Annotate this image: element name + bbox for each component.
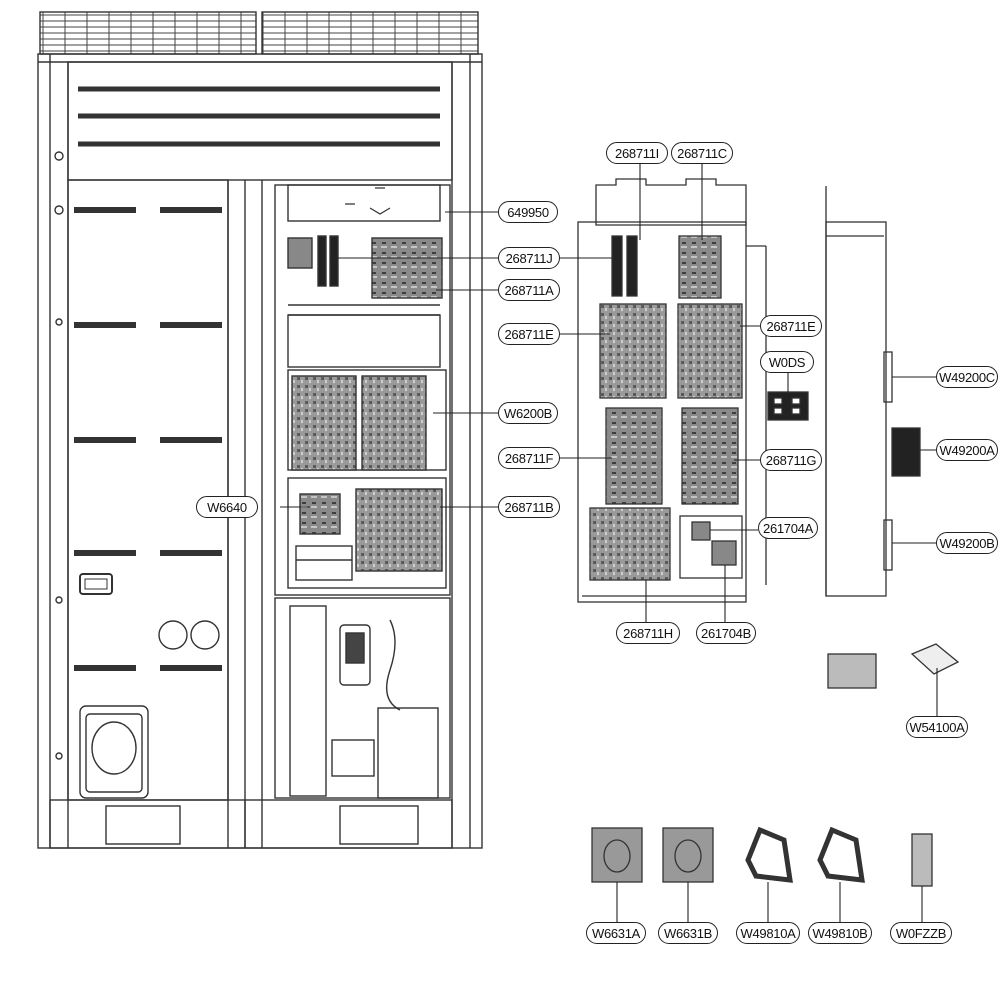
label-pack: [827, 653, 877, 689]
callout-W49810A: W49810A: [736, 922, 800, 944]
callout-W49200A: W49200A: [936, 439, 998, 461]
callout-268711A: 268711A: [498, 279, 560, 301]
pcb-268711F: [605, 407, 663, 505]
front-panel-left: [67, 179, 229, 801]
inverter-pcb-W6200B-2: [361, 375, 427, 471]
outdoor-unit: [37, 11, 483, 849]
pcb-268711G: [681, 407, 739, 505]
callout-W49810B: W49810B: [808, 922, 872, 944]
grommet-W6631A: [591, 827, 643, 883]
loose-parts: [591, 643, 960, 887]
pcb-268711E-right: [677, 303, 743, 399]
part-261704B: [711, 540, 737, 566]
part-261704A: [691, 521, 711, 541]
callout-W49200C: W49200C: [936, 366, 998, 388]
callout-268711H: 268711H: [616, 622, 680, 644]
callout-W49200B: W49200B: [936, 532, 998, 554]
callout-W0FZZB: W0FZZB: [890, 922, 952, 944]
clip-W0FZZB: [911, 833, 933, 887]
callout-268711G: 268711G: [760, 449, 822, 471]
callout-268711E-right: 268711E: [760, 315, 822, 337]
pcb-268711B: [355, 488, 443, 572]
fuse-block-W0DS: [767, 391, 809, 421]
compressor-compartment: [274, 597, 451, 799]
main-pcb-268711A: [371, 237, 443, 299]
gasket-W49810B: [817, 826, 865, 883]
callout-W54100A: W54100A: [906, 716, 968, 738]
filter-W6640: [299, 493, 341, 535]
terminal-W49200A: [891, 427, 921, 477]
callout-261704B: 261704B: [696, 622, 756, 644]
pcb-268711C: [678, 235, 722, 299]
gasket-W49810A: [745, 826, 793, 883]
top-fan-grille-right: [261, 11, 479, 55]
callout-268711F: 268711F: [498, 447, 560, 469]
bracket-W54100A: [910, 643, 960, 675]
callout-649950: 649950: [498, 201, 558, 223]
leader-lines: [280, 164, 938, 922]
inverter-pcb-W6200B-1: [291, 375, 357, 471]
callout-W6640: W6640: [196, 496, 258, 518]
callout-W0DS: W0DS: [760, 351, 814, 373]
relay-268711I: [611, 235, 623, 297]
callout-W6631B: W6631B: [658, 922, 718, 944]
pcb-268711E-left: [599, 303, 667, 399]
callout-W6631A: W6631A: [586, 922, 646, 944]
side-panel: [825, 186, 921, 597]
callout-268711E-left: 268711E: [498, 323, 560, 345]
callout-268711I: 268711I: [606, 142, 668, 164]
control-box: [577, 178, 809, 603]
callout-W6200B: W6200B: [498, 402, 558, 424]
callout-268711B: 268711B: [498, 496, 560, 518]
callout-268711C: 268711C: [671, 142, 733, 164]
callout-261704A: 261704A: [758, 517, 818, 539]
pcb-268711H: [589, 507, 671, 581]
top-fan-grille-left: [39, 11, 257, 55]
grommet-W6631B: [662, 827, 714, 883]
callout-268711J: 268711J: [498, 247, 560, 269]
